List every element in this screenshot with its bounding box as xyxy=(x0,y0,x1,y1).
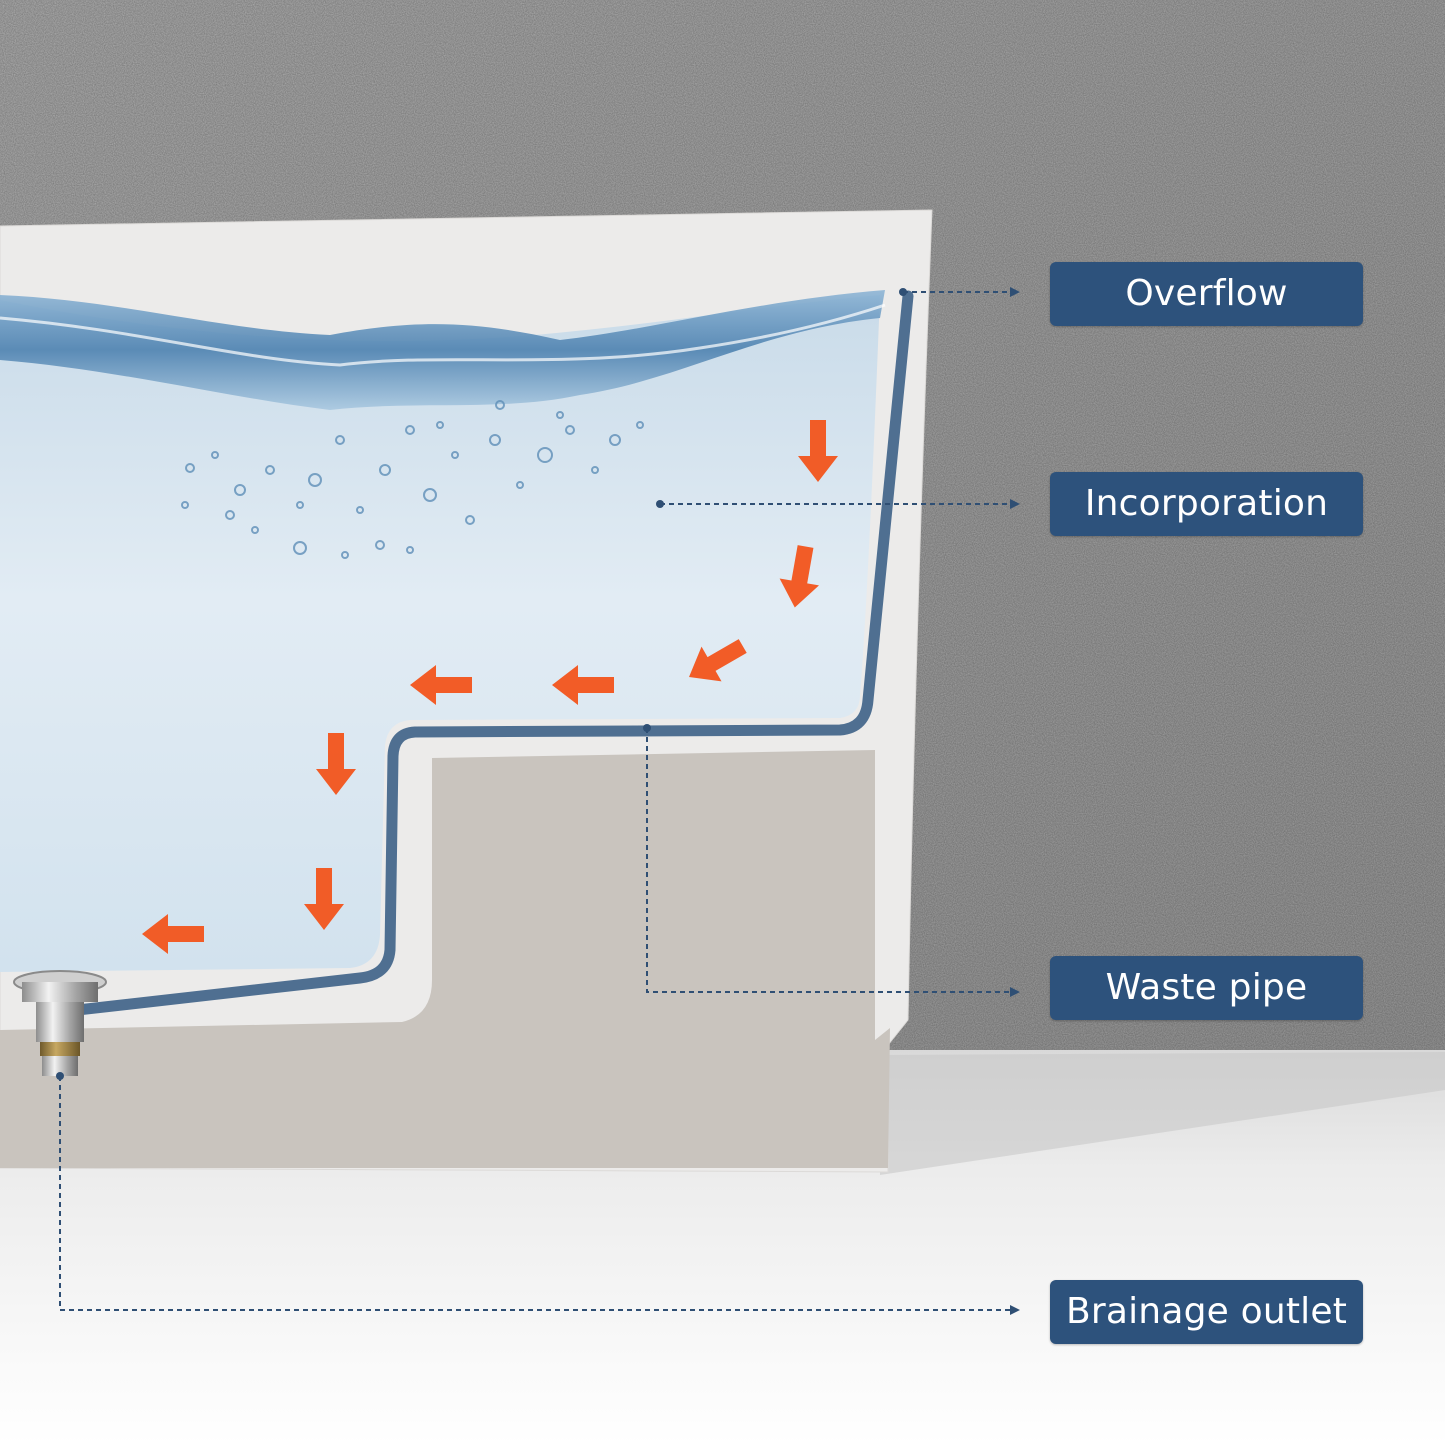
flow-arrow xyxy=(779,545,820,608)
tub-inner-cavity xyxy=(0,750,890,1168)
overflow-label: Overflow xyxy=(1050,262,1363,326)
water-body xyxy=(0,295,880,972)
water-surface-highlight xyxy=(0,303,886,367)
brainage-outlet-label: Brainage outlet xyxy=(1050,1280,1363,1344)
water-surface-wave xyxy=(0,290,885,410)
flow-arrow xyxy=(410,665,472,705)
flow-arrow xyxy=(552,665,614,705)
leader-lines xyxy=(59,287,1020,1315)
flow-arrow xyxy=(689,639,747,682)
flow-arrow xyxy=(142,914,204,954)
leader-dots xyxy=(56,288,907,1080)
flow-arrow xyxy=(304,868,344,930)
drain-fitting xyxy=(13,970,107,1076)
incorporation-label: Incorporation xyxy=(1050,472,1363,536)
leader-brainage-outlet xyxy=(59,1076,1020,1315)
tub-floor-shadow xyxy=(880,1052,1445,1175)
flow-arrow xyxy=(798,420,838,482)
water-bubbles xyxy=(181,400,644,559)
waste-pipe-label: Waste pipe xyxy=(1050,956,1363,1020)
waste-pipe xyxy=(54,290,914,1018)
leader-waste-pipe xyxy=(646,728,1020,997)
flow-arrow xyxy=(316,733,356,795)
flow-arrows xyxy=(142,420,838,954)
